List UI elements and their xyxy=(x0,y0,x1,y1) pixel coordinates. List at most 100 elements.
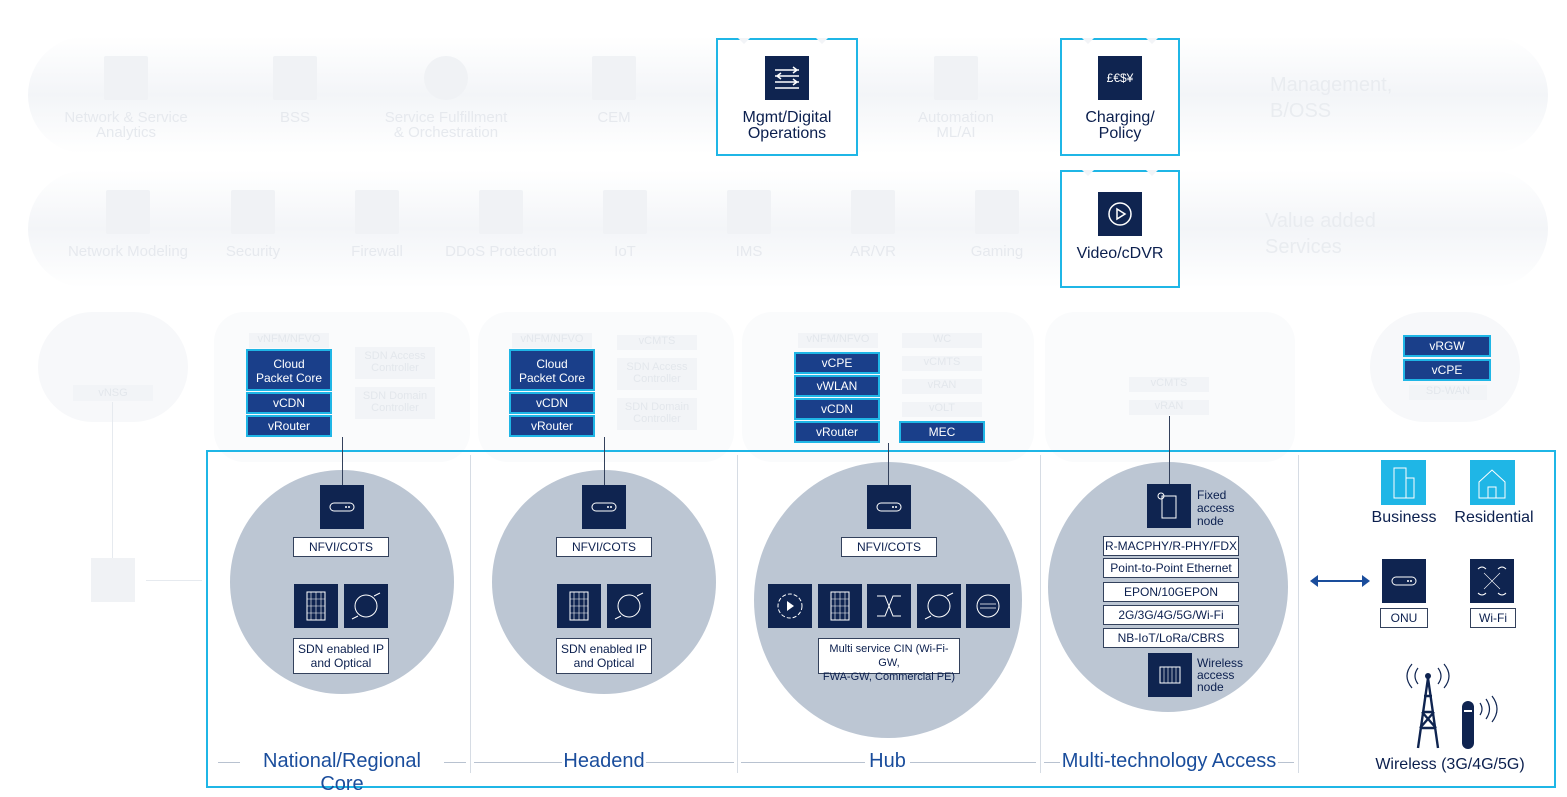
mgmt-item-analytics: Network & Service Analytics xyxy=(56,56,196,140)
mgmt-item-label: Service Fulfillment & Orchestration xyxy=(384,109,508,141)
section-divider xyxy=(470,455,471,773)
phone-icon xyxy=(727,190,771,234)
mgmt-item-bss: BSS xyxy=(225,56,365,125)
faded-arrow xyxy=(146,580,202,581)
lock-icon xyxy=(231,190,275,234)
connector-line xyxy=(342,437,343,485)
nfvi-label: NFVI/COTS xyxy=(841,537,937,557)
wireless-node-label: Wireless access node xyxy=(1197,656,1244,694)
faded-vnf: SDN Domain Controller xyxy=(617,398,697,430)
mgmt-item-label: BSS xyxy=(279,109,310,126)
mgmt-item-label: CEM xyxy=(597,109,631,126)
management-side-label: Management, B/OSS xyxy=(1270,74,1393,122)
vnf-vrgw[interactable]: vRGW xyxy=(1403,335,1491,357)
section-label-core: National/Regional Core xyxy=(263,750,421,795)
guide-line xyxy=(474,762,562,763)
vnf-vrouter[interactable]: vRouter xyxy=(246,415,332,437)
wifi-label: Wi-Fi xyxy=(1470,608,1516,628)
network-model-icon xyxy=(106,190,150,234)
arrow-head-left xyxy=(1310,575,1318,587)
connector-line xyxy=(604,437,605,485)
guide-line xyxy=(646,762,734,763)
vnsg-line xyxy=(112,402,113,558)
mgmt-item-fulfillment: Service Fulfillment & Orchestration xyxy=(376,56,516,140)
section-label-access: Multi-technology Access xyxy=(1061,750,1277,772)
tech-label: R-MACPHY/R-PHY/FDX xyxy=(1103,536,1239,556)
mgmt-icon xyxy=(765,56,809,100)
guide-line xyxy=(444,762,466,763)
vnf-vrouter[interactable]: vRouter xyxy=(509,415,595,437)
residential-icon xyxy=(1470,460,1515,505)
faded-vnf: vCMTS xyxy=(1129,377,1209,392)
residential-label: Residential xyxy=(1454,509,1534,526)
mgmt-digital-label: Mgmt/Digital Operations xyxy=(742,109,832,142)
notch xyxy=(1146,38,1158,44)
vas-item-label: AR/VR xyxy=(850,243,896,260)
vas-item-gaming: Gaming xyxy=(927,190,1067,259)
currency-icon: £€$¥ xyxy=(1098,56,1142,100)
gamepad-icon xyxy=(975,190,1019,234)
cycle-icon xyxy=(592,56,636,100)
section-label-hub: Hub xyxy=(869,750,906,772)
vnf-vrouter[interactable]: vRouter xyxy=(794,421,880,443)
faded-vnf: vNFM/NFVO xyxy=(798,333,878,348)
vnf-vcdn[interactable]: vCDN xyxy=(794,398,880,420)
globe-icon xyxy=(91,558,135,602)
faded-vnf: vRAN xyxy=(902,379,982,394)
server-icon xyxy=(867,485,911,529)
business-label: Business xyxy=(1371,509,1437,526)
tech-label: NB-IoT/LoRa/CBRS xyxy=(1103,628,1239,648)
optical-icon xyxy=(607,584,651,628)
optical-icon xyxy=(344,584,388,628)
tech-label: 2G/3G/4G/5G/Wi-Fi xyxy=(1103,605,1239,625)
vnf-cloud-packet-core[interactable]: Cloud Packet Core xyxy=(246,349,332,391)
vas-item-arvr: AR/VR xyxy=(803,190,943,259)
video-label: Video/cDVR xyxy=(1076,245,1164,262)
firewall-icon xyxy=(355,190,399,234)
vnf-mec[interactable]: MEC xyxy=(899,421,985,443)
charging-label: Charging/ Policy xyxy=(1085,109,1155,142)
tech-label: EPON/10GEPON xyxy=(1103,582,1239,602)
notch xyxy=(1082,170,1094,176)
play-icon xyxy=(1098,192,1142,236)
mgmt-item-automation: Automation ML/AI xyxy=(886,56,1026,140)
mgmt-item-label: Network & Service Analytics xyxy=(64,109,188,141)
vas-item-label: Network Modeling xyxy=(67,243,189,260)
vnf-vwlan[interactable]: vWLAN xyxy=(794,375,880,397)
charging-policy-box[interactable]: £€$¥ Charging/ Policy xyxy=(1060,38,1180,156)
notch xyxy=(1146,170,1158,176)
iot-icon xyxy=(603,190,647,234)
onu-icon xyxy=(1382,559,1426,603)
hub-cloud xyxy=(742,312,1034,462)
faded-vnf: vCMTS xyxy=(617,335,697,350)
faded-vnf: SDN Access Controller xyxy=(617,358,697,390)
faded-vnf: vNFM/NFVO xyxy=(512,333,592,348)
vas-item-iot: IoT xyxy=(555,190,695,259)
radar-icon xyxy=(479,190,523,234)
guide-line xyxy=(1278,762,1294,763)
mgmt-item-label: Automation ML/AI xyxy=(918,109,994,141)
vnf-vcpe[interactable]: vCPE xyxy=(1403,359,1491,381)
sdn-label: SDN enabled IP and Optical xyxy=(556,638,652,674)
faded-vnf: vCMTS xyxy=(902,356,982,371)
wifi-icon xyxy=(1470,559,1514,603)
crossover-icon xyxy=(867,584,911,628)
video-cdvr-box[interactable]: Video/cDVR xyxy=(1060,170,1180,288)
connector-line xyxy=(888,443,889,485)
vnf-cloud-packet-core[interactable]: Cloud Packet Core xyxy=(509,349,595,391)
mgmt-digital-operations-box[interactable]: Mgmt/Digital Operations xyxy=(716,38,858,156)
vnf-vcpe[interactable]: vCPE xyxy=(794,352,880,374)
value-added-side-label: Value added Services xyxy=(1265,210,1376,258)
small-cell-icon xyxy=(1460,695,1500,751)
nfvi-label: NFVI/COTS xyxy=(293,537,389,557)
vnf-vcdn[interactable]: vCDN xyxy=(509,392,595,414)
bidirectional-arrow xyxy=(1312,580,1368,582)
wireless-label: Wireless (3G/4G/5G) xyxy=(1375,756,1525,773)
switch-icon xyxy=(294,584,338,628)
vnf-vcdn[interactable]: vCDN xyxy=(246,392,332,414)
cin-label: Multi service CIN (Wi-Fi-GW, FWA-GW, Com… xyxy=(818,638,960,683)
venn-icon xyxy=(424,56,468,100)
faded-vnf: vRAN xyxy=(1129,400,1209,415)
vr-icon xyxy=(851,190,895,234)
vas-item-security: Security xyxy=(183,190,323,259)
